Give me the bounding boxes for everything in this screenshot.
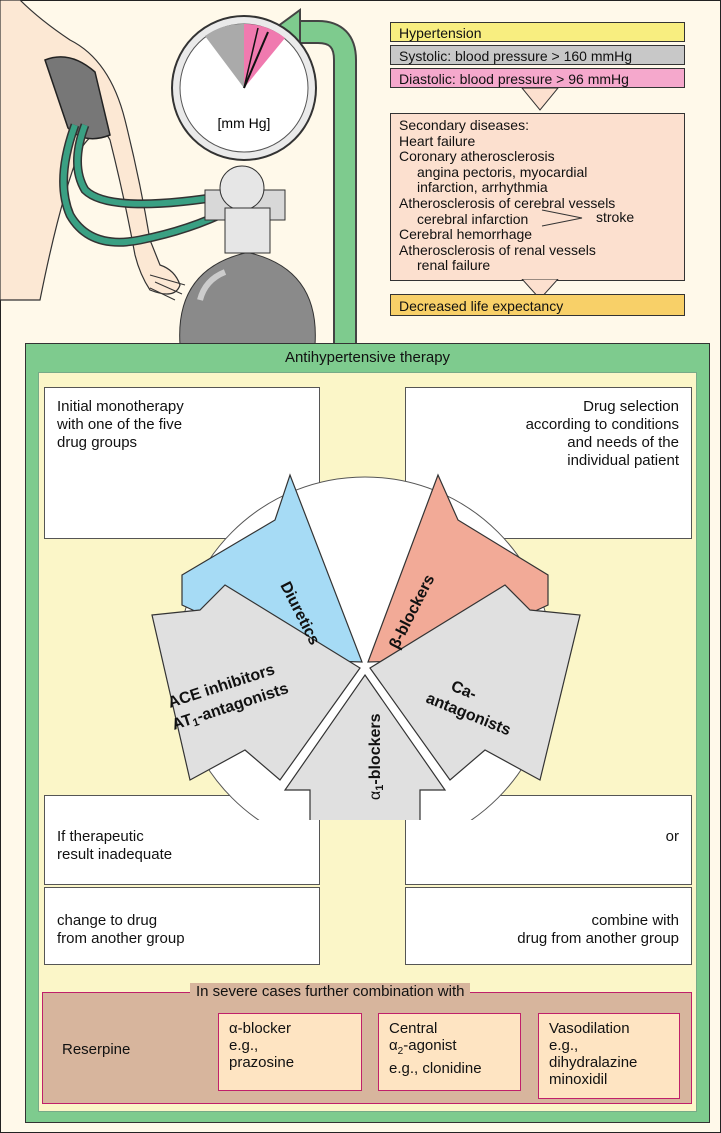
secondary-item: Heart failure <box>399 132 476 149</box>
stroke-bracket <box>541 209 583 227</box>
gauge-unit: [mm Hg] <box>218 115 271 131</box>
stroke-label: stroke <box>596 209 635 225</box>
central-agonist-box: Central α2-agonist e.g., clonidine <box>378 1013 521 1091</box>
change-drug-box: change to drug from another group <box>44 887 320 965</box>
text-line: α-blocker <box>229 1020 292 1037</box>
hypertension-label: Hypertension <box>390 22 685 42</box>
severe-cases-title: In severe cases further combination with <box>190 983 471 1001</box>
initial-monotherapy-box: Initial monotherapy with one of the five… <box>44 387 320 539</box>
text-line: or <box>665 828 679 845</box>
text-line: Drug selection <box>583 398 679 415</box>
combine-drug-box: combine with drug from another group <box>405 887 692 965</box>
text-line: minoxidil <box>549 1071 608 1088</box>
text-line: change to drug <box>57 912 158 929</box>
text-line: Initial monotherapy <box>57 398 184 415</box>
text-line: e.g., <box>229 1037 259 1054</box>
secondary-item: cerebral infarction <box>417 210 529 227</box>
secondary-title: Secondary diseases: <box>399 117 529 133</box>
text-line: according to conditions <box>525 416 679 433</box>
down-arrow <box>521 88 559 111</box>
ca-antagonists-arrow <box>369 584 581 781</box>
secondary-diseases: Secondary diseases: Heart failure Corona… <box>390 113 685 281</box>
text-line: with one of the five <box>57 416 183 433</box>
ace-inhibitors-arrow <box>151 584 361 781</box>
reserpine-label: Reserpine <box>62 1041 131 1058</box>
text-line: combine with <box>591 912 679 929</box>
secondary-item: Atherosclerosis of renal vessels <box>399 241 596 258</box>
text-line: prazosine <box>229 1054 295 1071</box>
secondary-item: renal failure <box>417 257 491 274</box>
life-expectancy-label: Decreased life expectancy <box>390 294 685 316</box>
text-line: e.g., <box>549 1037 579 1054</box>
alpha1-blockers-label: α1-blockers <box>367 713 386 800</box>
secondary-item: Coronary atherosclerosis <box>399 148 555 165</box>
text-line: result inadequate <box>57 846 173 863</box>
text-line: and needs of the <box>567 434 679 451</box>
vasodilation-box: Vasodilation e.g., dihydralazine minoxid… <box>538 1013 680 1099</box>
blood-pressure-illustration: [mm Hg] <box>0 0 357 345</box>
text-line: dihydralazine <box>549 1054 638 1071</box>
down-arrow <box>521 279 559 300</box>
arm <box>0 0 181 301</box>
diastolic-label: Diastolic: blood pressure > 96 mmHg <box>390 68 685 88</box>
alpha-blockers-arrow <box>283 673 447 820</box>
drug-group-wheel: Diuretics β-blockers ACE inhibitors AT1-… <box>151 473 581 820</box>
secondary-item: Atherosclerosis of cerebral vessels <box>399 194 616 211</box>
text-line: individual patient <box>567 452 679 469</box>
secondary-item: angina pectoris, myocardial <box>417 163 588 180</box>
text-line: drug from another group <box>517 930 679 947</box>
alpha-blocker-box: α-blocker e.g., prazosine <box>218 1013 362 1091</box>
therapy-title: Antihypertensive therapy <box>284 349 451 366</box>
secondary-item: Cerebral hemorrhage <box>399 226 533 243</box>
systolic-label: Systolic: blood pressure > 160 mmHg <box>390 45 685 65</box>
text-line: e.g., clonidine <box>389 1060 482 1077</box>
text-line: Central <box>389 1020 438 1037</box>
text-line: from another group <box>57 930 185 947</box>
secondary-item: infarction, arrhythmia <box>417 179 548 196</box>
text-line: Vasodilation <box>549 1020 630 1037</box>
text-line: drug groups <box>57 434 138 451</box>
text-line: If therapeutic <box>57 828 144 845</box>
text-line: α2-agonist <box>389 1037 457 1057</box>
